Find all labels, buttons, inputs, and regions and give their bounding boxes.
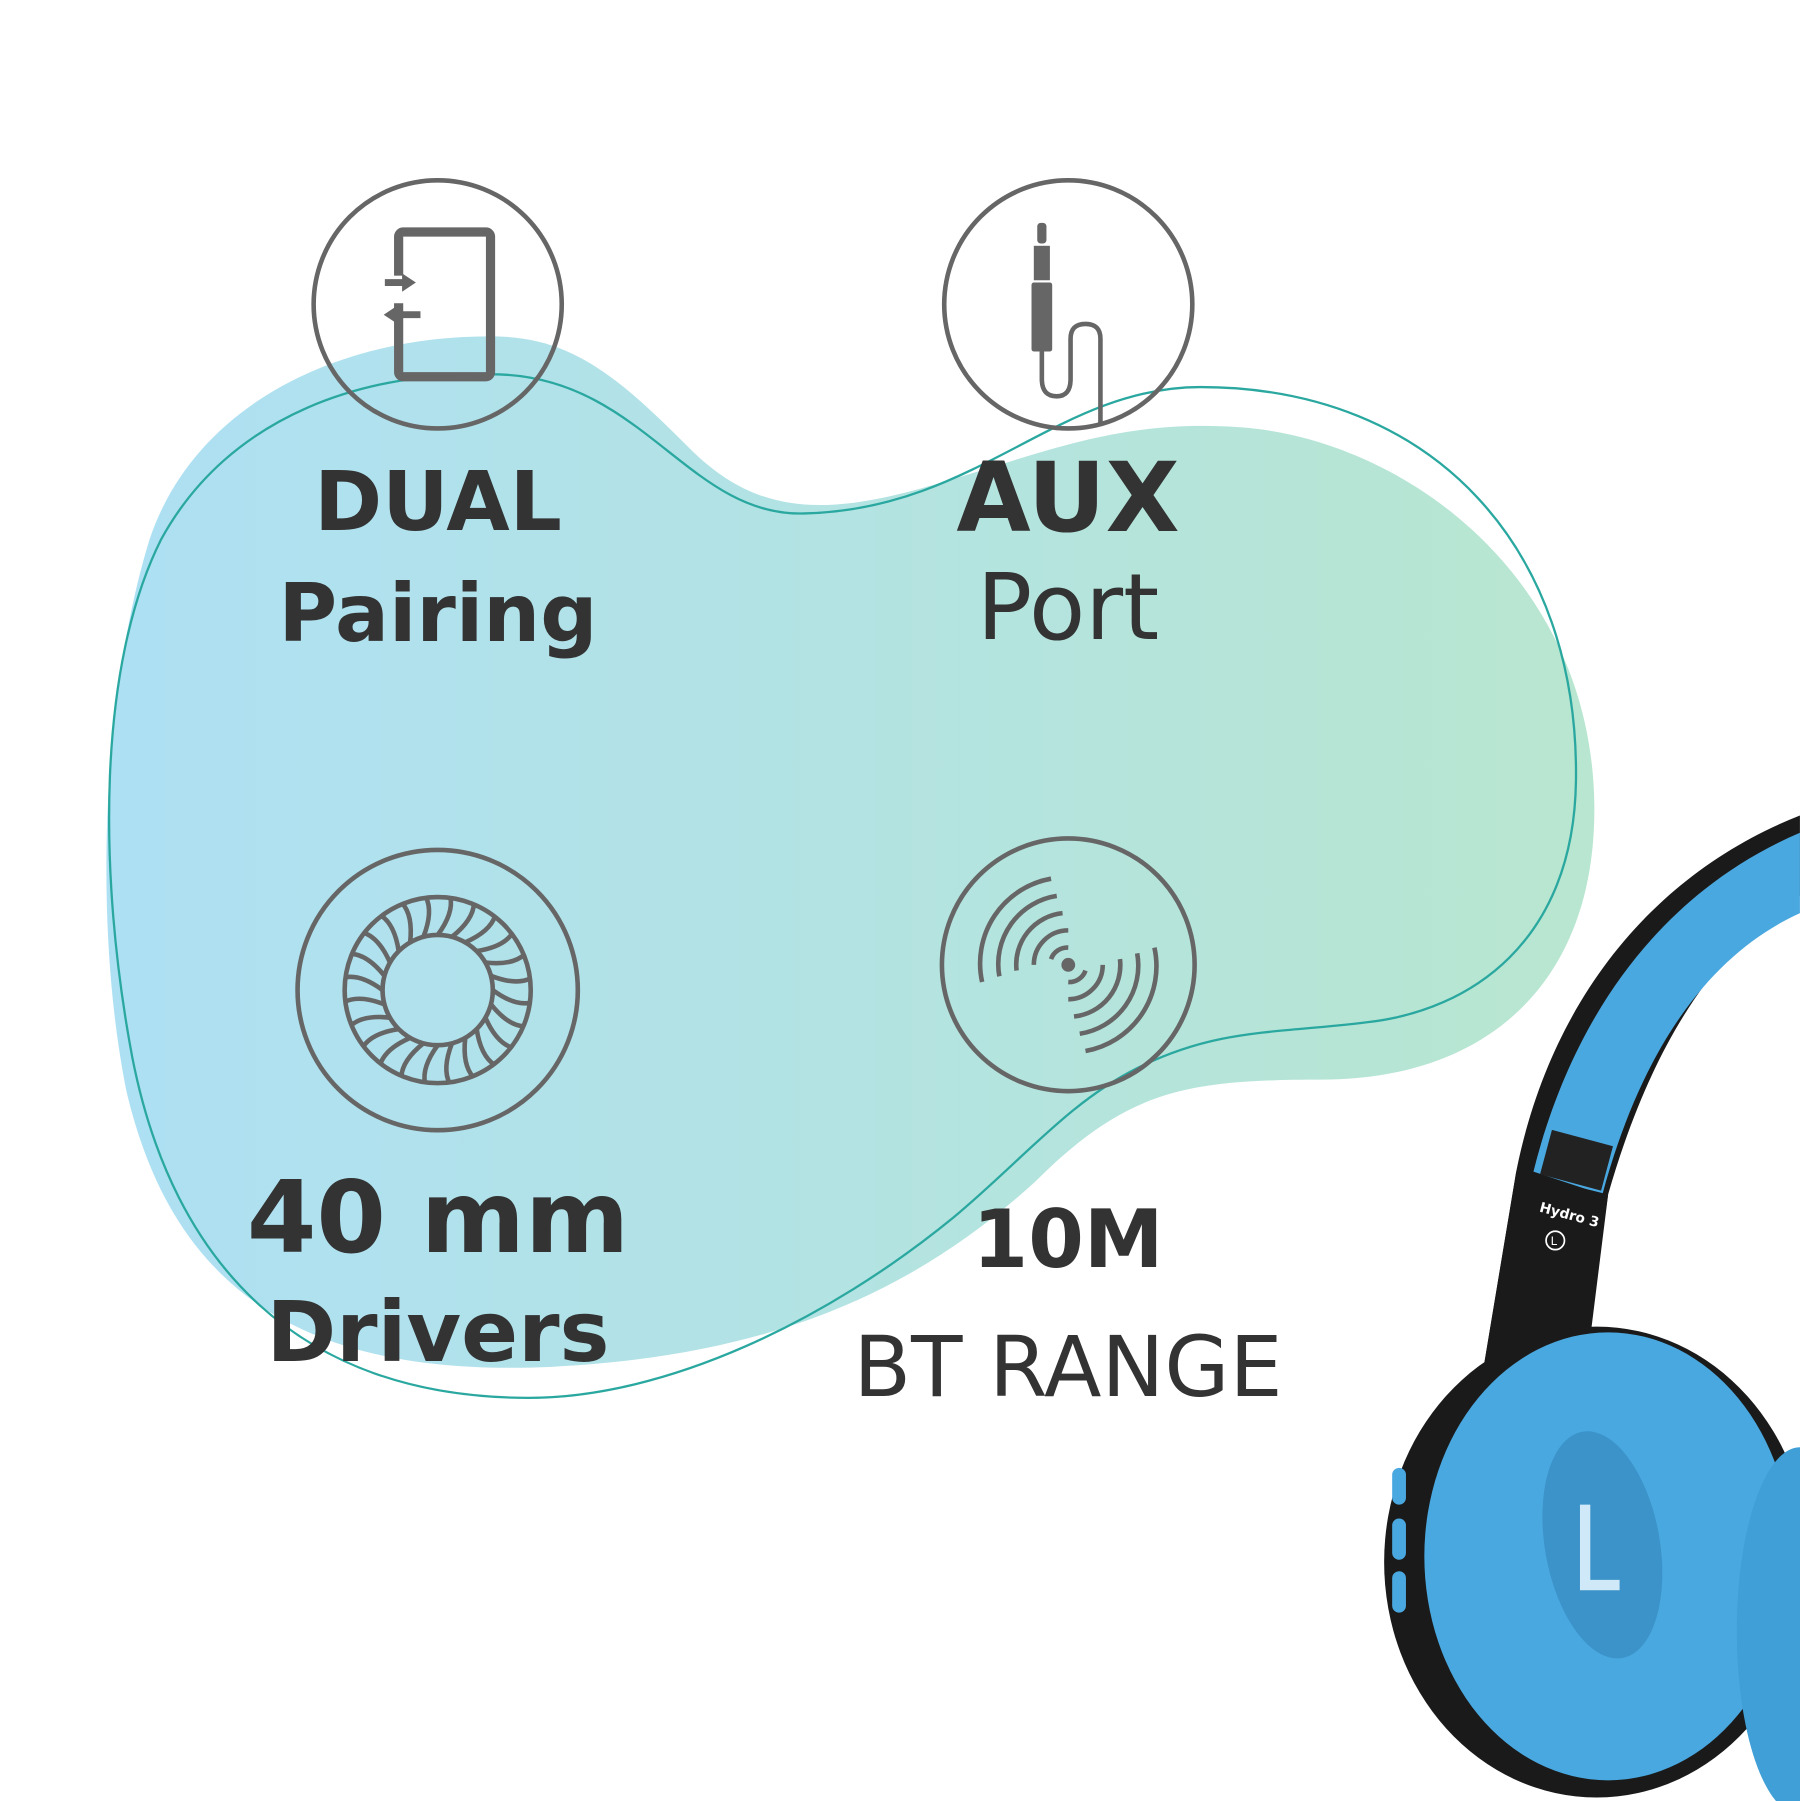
feature-title-10m: 10M [972,1193,1164,1286]
gradient-blob [106,336,1595,1368]
wireless-range-icon [977,876,1159,1054]
range-icon-circle [939,836,1197,1094]
speaker-driver-icon [342,894,534,1086]
feature-subtitle-port: Port [976,554,1160,661]
phone-pairing-icon [383,227,496,382]
feature-subtitle-bt-range: BT RANGE [853,1318,1283,1416]
aux-jack-icon [1031,222,1103,423]
feature-subtitle-drivers: Drivers [266,1283,610,1381]
headphone-image: Hydro 3 L [1384,815,1800,1801]
feature-title-aux: AUX [956,442,1180,554]
feature-subtitle-pairing: Pairing [278,567,598,660]
pairing-icon-circle [311,178,565,431]
aux-icon-circle [941,178,1195,431]
driver-icon-circle [295,847,581,1133]
feature-title-40mm: 40 mm [246,1159,630,1276]
side-mark: L [1551,1234,1558,1248]
feature-title-dual: DUAL [314,455,562,550]
